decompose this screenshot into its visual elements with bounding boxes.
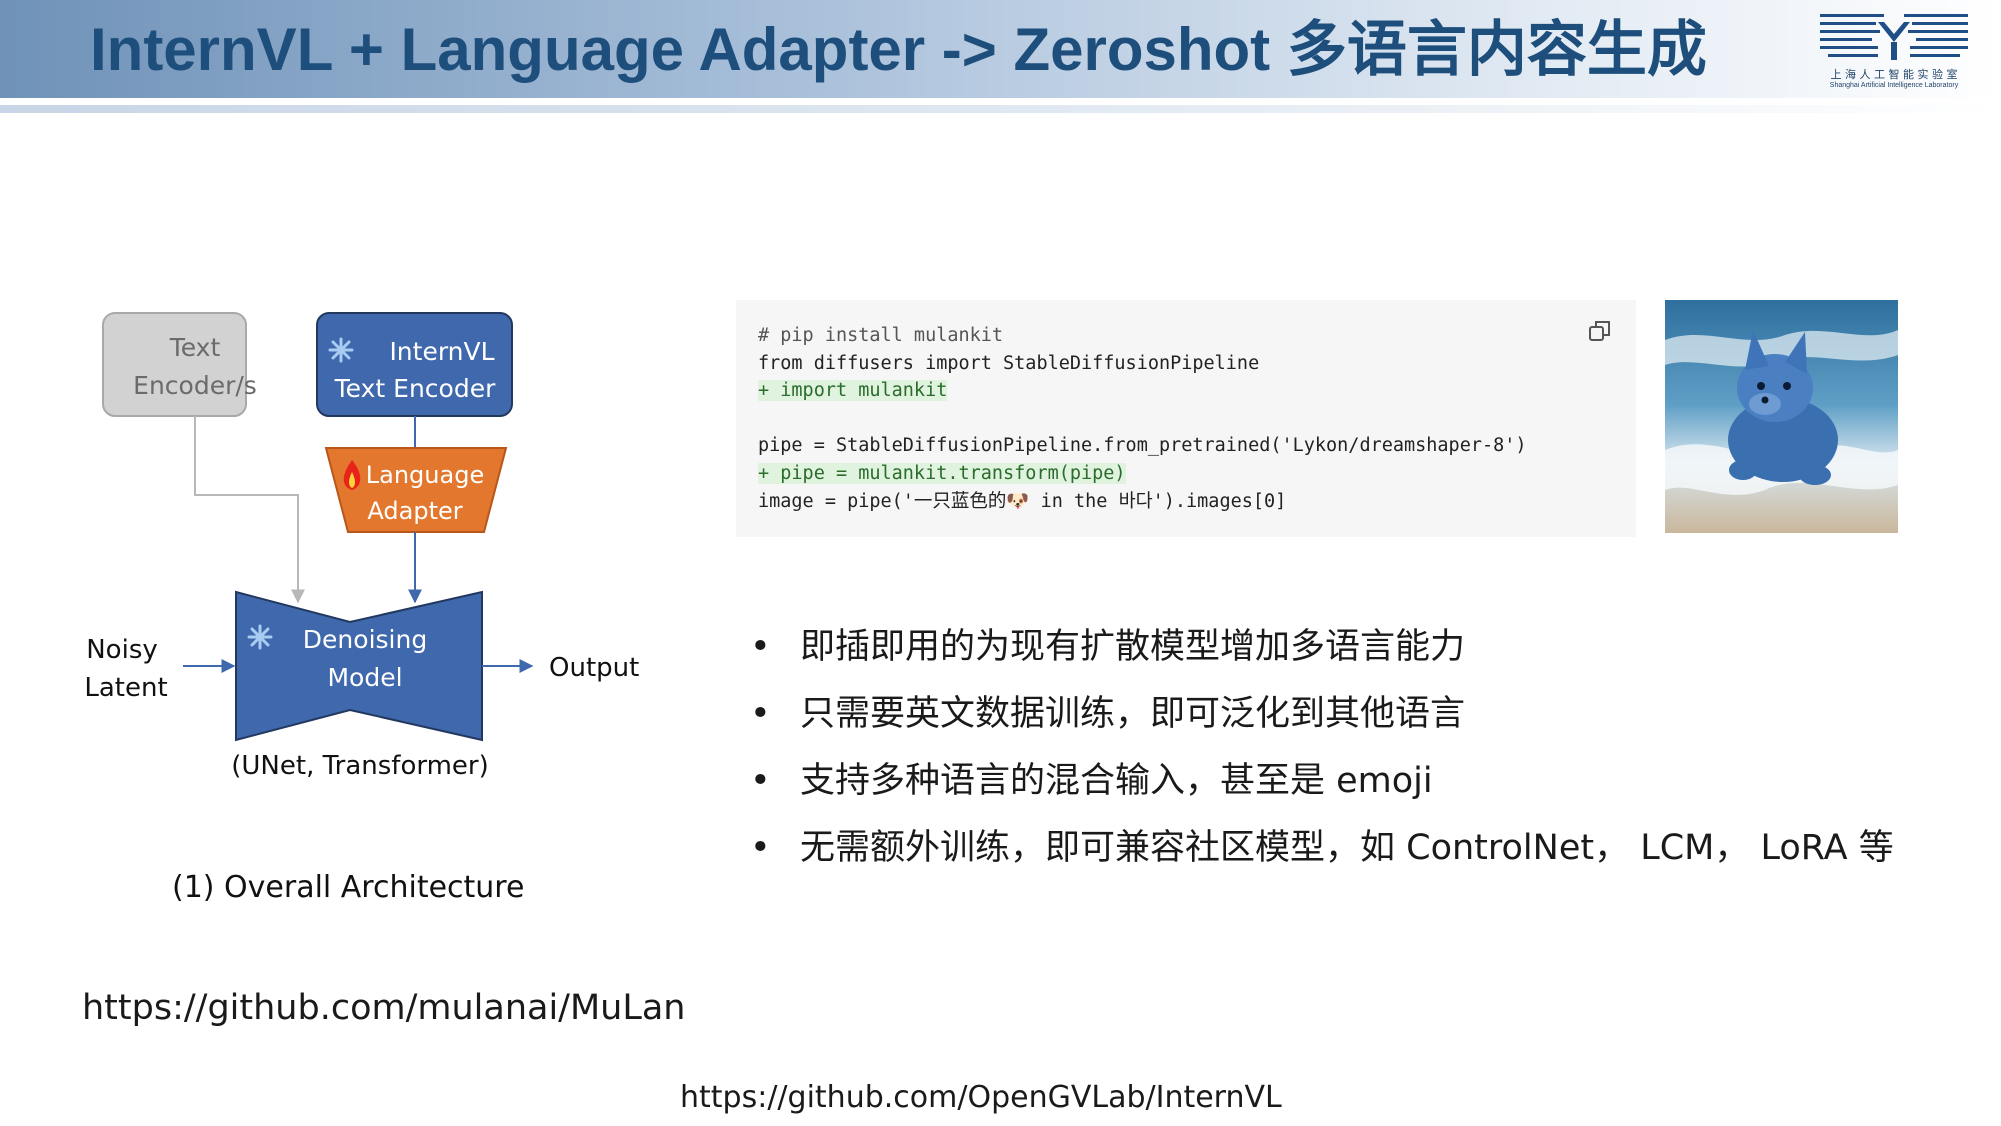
snowflake-icon: [328, 337, 354, 363]
noisy-label-1: Noisy: [86, 635, 158, 665]
mulan-repo-link[interactable]: https://github.com/mulanai/MuLan: [82, 988, 686, 1028]
slide-title: InternVL + Language Adapter -> Zeroshot …: [90, 16, 1707, 83]
language-adapter-box: Language Adapter: [324, 447, 508, 533]
copy-icon[interactable]: [1587, 318, 1613, 344]
noisy-label-2: Latent: [84, 673, 167, 703]
bullet-item: •只需要英文数据训练，即可泛化到其他语言: [750, 694, 1466, 734]
denoising-label-2: Model: [327, 663, 402, 692]
internvl-label-2: Text Encoder: [334, 374, 496, 403]
internvl-label-1: InternVL: [389, 337, 494, 366]
bullet-item: •无需额外训练，即可兼容社区模型，如 ControlNet， LCM， LoRA…: [750, 828, 1894, 868]
model-types-label: (UNet, Transformer): [231, 751, 489, 780]
adapter-label-1: Language: [366, 461, 484, 489]
bullet-item: •即插即用的为现有扩散模型增加多语言能力: [750, 627, 1466, 667]
bullet-item: •支持多种语言的混合输入，甚至是 emoji: [750, 761, 1433, 801]
generated-image: [1665, 300, 1898, 533]
logo-chinese-name: 上 海 人 工 智 能 实 验 室: [1830, 68, 1958, 81]
text-encoder-box: Text Encoder/s: [102, 312, 257, 417]
code-line: pipe = StableDiffusionPipeline.from_pret…: [758, 435, 1527, 457]
text-encoder-label-1: Text: [169, 333, 221, 362]
text-encoder-label-2: Encoder/s: [133, 371, 257, 400]
code-line: from diffusers import StableDiffusionPip…: [758, 352, 1260, 374]
code-line-blank: [758, 405, 1527, 433]
denoising-model-box: Denoising Model: [235, 590, 483, 742]
code-line-added: + pipe = mulankit.transform(pipe): [758, 462, 1126, 484]
architecture-diagram: Text Encoder/s InternVL Text Encoder Lan…: [84, 312, 639, 780]
code-line-added: + import mulankit: [758, 380, 948, 402]
lab-logo: [1820, 14, 1968, 60]
adapter-label-2: Adapter: [367, 497, 462, 525]
header-divider: [0, 105, 2001, 113]
diagram-caption: (1) Overall Architecture: [172, 870, 525, 905]
title-banner: [0, 0, 2001, 98]
snowflake-icon: [247, 624, 273, 650]
logo-english-name: Shanghai Artificial Intelligence Laborat…: [1829, 82, 1959, 89]
code-line: image = pipe('一只蓝色的🐶 in the 바다').images[…: [758, 490, 1287, 512]
internvl-repo-link[interactable]: https://github.com/OpenGVLab/InternVL: [680, 1080, 1282, 1115]
output-label: Output: [549, 653, 639, 683]
code-line: # pip install mulankit: [758, 325, 1004, 346]
dog-figure: [1728, 330, 1838, 485]
code-snippet: # pip install mulankit from diffusers imp…: [736, 300, 1636, 537]
denoising-label-1: Denoising: [303, 625, 427, 654]
fire-icon: [343, 460, 361, 490]
internvl-text-encoder-box: InternVL Text Encoder: [316, 312, 513, 417]
